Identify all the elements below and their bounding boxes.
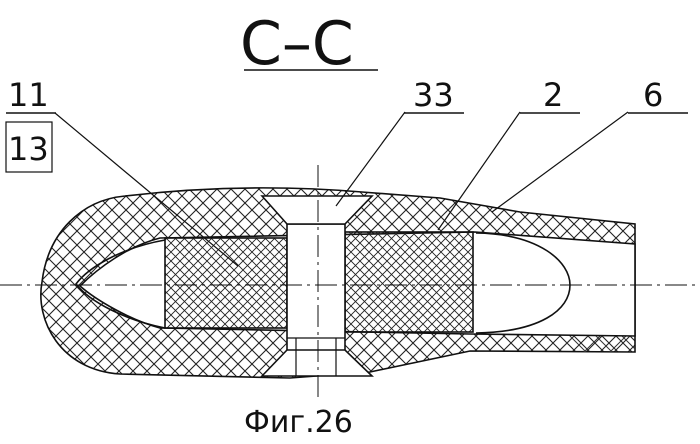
leader-6 [492, 112, 628, 212]
label-6: 6 [643, 76, 663, 114]
right-insert [345, 232, 473, 332]
figure-caption: Фиг.26 [244, 405, 353, 440]
label-33: 33 [413, 76, 454, 114]
label-2: 2 [543, 76, 563, 114]
left-insert [165, 238, 287, 328]
label-11: 11 [8, 76, 49, 114]
label-13: 13 [8, 130, 49, 168]
section-title: С–С [240, 9, 354, 79]
